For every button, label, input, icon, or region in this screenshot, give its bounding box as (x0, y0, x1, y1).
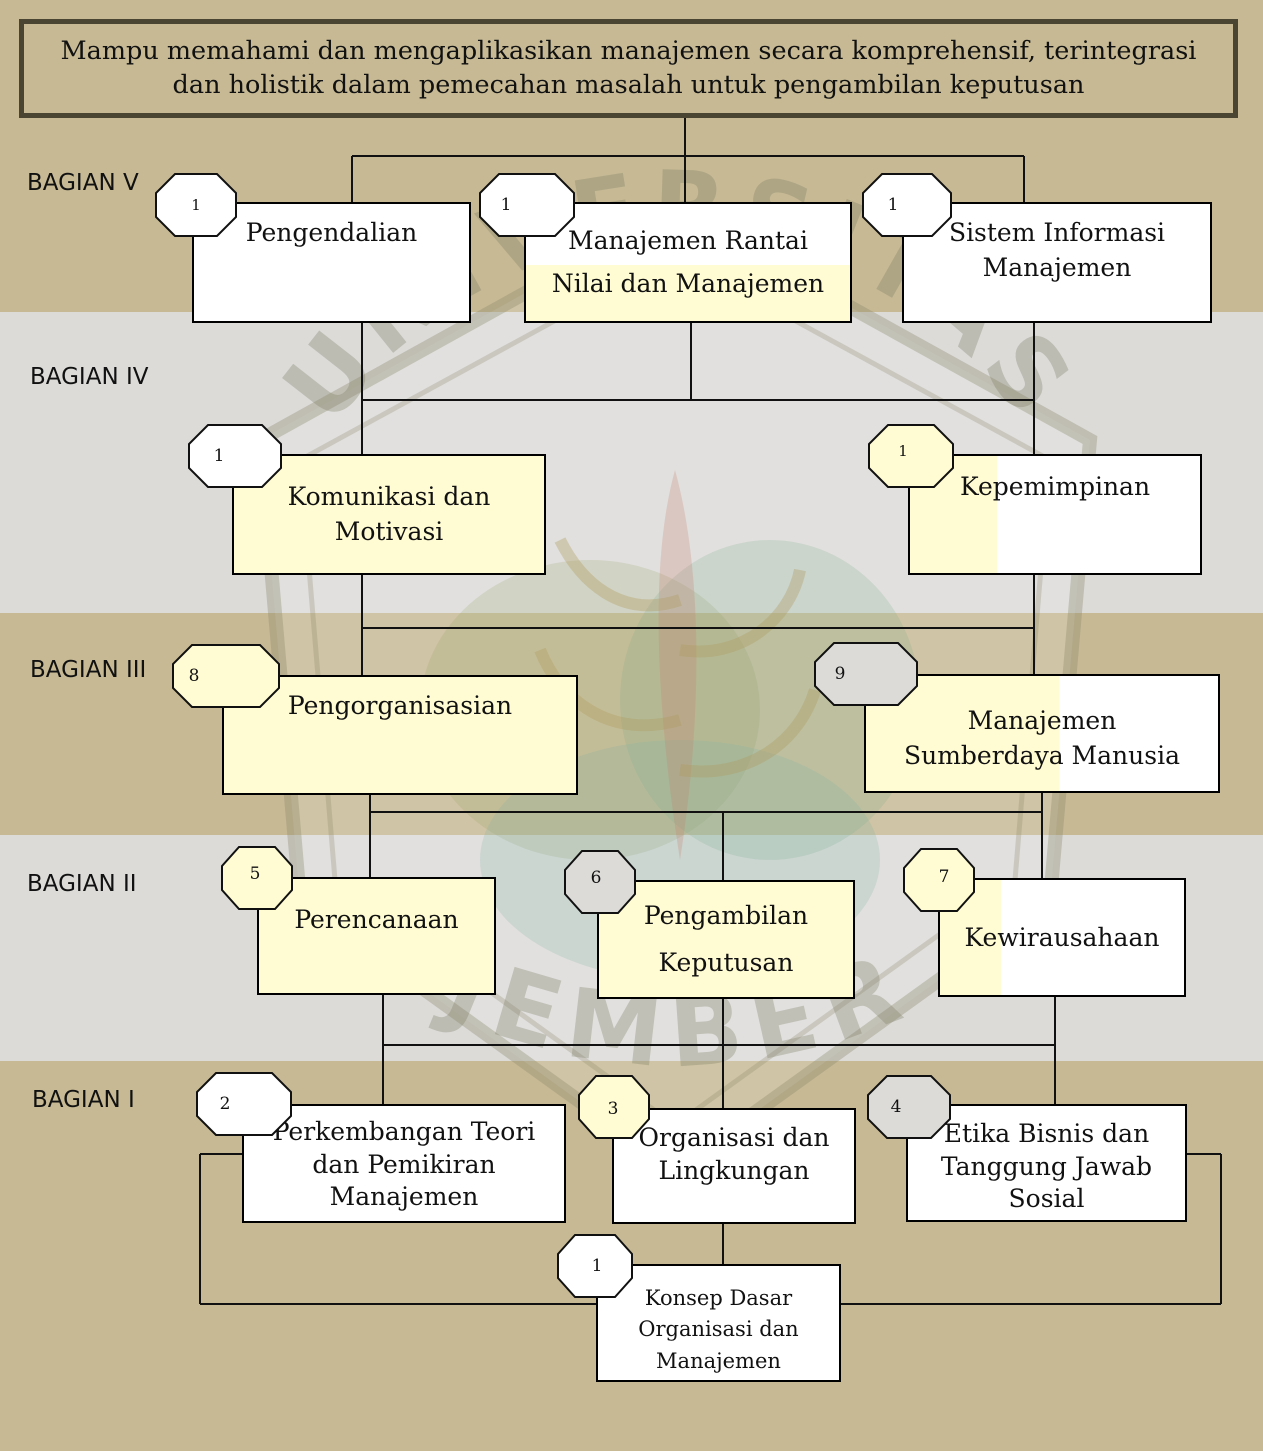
badge-perkembangan: 2 (196, 1072, 292, 1136)
badge-pengorganisasian: 8 (172, 644, 280, 708)
badge-pengendalian: 1 (155, 173, 237, 237)
badge-organisasi-lingkungan: 3 (578, 1075, 660, 1139)
learning-outcome-title: Mampu memahami dan mengaplikasikan manaj… (19, 19, 1238, 118)
box-kewirausahaan: Kewirausahaan (938, 878, 1186, 997)
badge-konsep-dasar: 1 (557, 1234, 639, 1298)
box-pengendalian: Pengendalian (192, 202, 471, 323)
badge-kewirausahaan: 7 (903, 848, 985, 912)
badge-sim: 1 (862, 173, 952, 237)
box-pengorganisasian: Pengorganisasian (222, 675, 578, 795)
box-kepemimpinan: Kepemimpinan (908, 454, 1202, 575)
badge-komunikasi: 1 (188, 424, 282, 488)
badge-perencanaan: 5 (221, 846, 303, 910)
section-label-bagian-v: BAGIAN V (27, 170, 139, 196)
badge-kepemimpinan: 1 (868, 424, 954, 488)
badge-pengambilan: 6 (564, 850, 646, 914)
box-perencanaan: Perencanaan (257, 877, 496, 995)
badge-msdm: 9 (814, 642, 918, 706)
section-label-bagian-ii: BAGIAN II (27, 871, 137, 897)
section-label-bagian-iv: BAGIAN IV (30, 364, 149, 390)
section-label-bagian-iii: BAGIAN III (30, 657, 147, 683)
badge-rantai-nilai: 1 (479, 173, 575, 237)
badge-etika: 4 (867, 1075, 951, 1139)
section-label-bagian-i: BAGIAN I (32, 1087, 135, 1113)
